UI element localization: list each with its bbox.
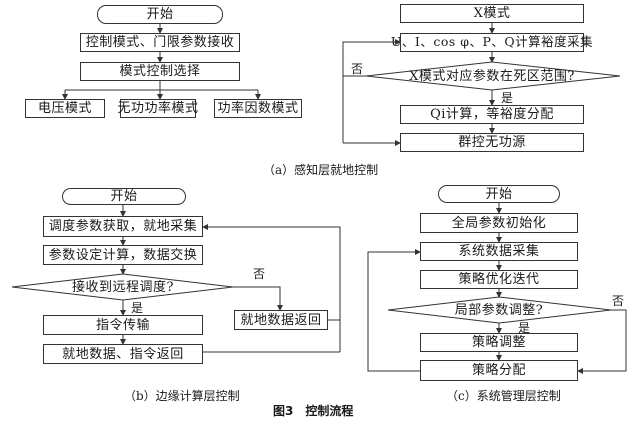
- b-step2-label: 参数设定计算，数据交换: [48, 247, 198, 263]
- a2-step1-label: X模式: [473, 6, 511, 21]
- b-yes-label: 是: [131, 301, 144, 315]
- decision-a2-diamond: [365, 61, 621, 91]
- a2-decision-label: X模式对应参数在死区范围?: [409, 69, 575, 84]
- a2-step4-label: 群控无功源: [458, 135, 526, 150]
- a-mode-reactive-box: 无功功率模式: [117, 99, 199, 118]
- a-mode-voltage-box: 电压模式: [25, 99, 105, 118]
- a2-yes-label: 是: [501, 91, 514, 105]
- a-start-node: 开始: [97, 5, 223, 24]
- a-mode-pf-box: 功率因数模式: [214, 99, 302, 118]
- c-step3-label: 策略优化迭代: [458, 272, 540, 287]
- a2-step3-label: Qi计算，等裕度分配: [430, 107, 554, 122]
- c-step5-box: 策略分配: [420, 360, 578, 381]
- b-side-label: 就地数据返回: [240, 312, 322, 328]
- c-decision-label: 局部参数调整?: [454, 303, 544, 318]
- arrow-b-no-to-side: [233, 286, 283, 311]
- b-start-node: 开始: [62, 188, 186, 205]
- b-decision-label: 接收到远程调度?: [72, 280, 174, 295]
- a2-step1-box: X模式: [400, 4, 584, 23]
- a2-step3-box: Qi计算，等裕度分配: [400, 105, 584, 124]
- c-step2-label: 系统数据采集: [458, 244, 540, 259]
- loop-c-up: [367, 249, 421, 372]
- c-yes-label: 是: [518, 321, 531, 335]
- b-step3-box: 指令传输: [43, 315, 203, 335]
- c-start-label: 开始: [485, 186, 513, 202]
- a-start-label: 开始: [146, 7, 174, 22]
- a-step2-box: 模式控制选择: [80, 62, 240, 81]
- c-step4-box: 策略调整: [420, 333, 578, 352]
- c-step5-label: 策略分配: [471, 363, 526, 378]
- a2-step4-box: 群控无功源: [400, 133, 584, 152]
- arrow-c-no-to-step5: [577, 309, 627, 374]
- figure-title: 图3 控制流程: [273, 404, 354, 418]
- a2-step2-label: U、I、cos φ、P、Q计算裕度采集: [390, 34, 594, 50]
- b-step1-label: 调度参数获取，就地采集: [48, 219, 198, 234]
- a2-no-label: 否: [351, 62, 364, 76]
- a-step2-label: 模式控制选择: [119, 64, 201, 79]
- b-no-label: 否: [253, 267, 266, 281]
- caption-c: （c）系统管理层控制: [446, 389, 561, 403]
- b-step4-box: 就地数据、指令返回: [43, 344, 203, 364]
- a-mode-voltage-label: 电压模式: [37, 101, 92, 116]
- caption-a: （a）感知层就地控制: [263, 163, 379, 177]
- a-mode-pf-label: 功率因数模式: [217, 101, 299, 116]
- b-start-label: 开始: [110, 189, 138, 204]
- a-step1-label: 控制模式、门限参数接收: [85, 35, 235, 50]
- b-step2-box: 参数设定计算，数据交换: [43, 245, 203, 265]
- a-step1-box: 控制模式、门限参数接收: [80, 33, 240, 52]
- c-start-node: 开始: [438, 185, 560, 203]
- b-step3-label: 指令传输: [95, 317, 150, 333]
- a-mode-reactive-label: 无功功率模式: [117, 101, 199, 116]
- a2-step2-box: U、I、cos φ、P、Q计算裕度采集: [391, 33, 593, 52]
- c-step2-box: 系统数据采集: [420, 242, 578, 261]
- b-step1-box: 调度参数获取，就地采集: [43, 216, 203, 237]
- loop-a2-up: [342, 39, 401, 143]
- c-no-label: 否: [612, 294, 625, 308]
- c-step1-label: 全局参数初始化: [451, 215, 547, 231]
- b-step4-label: 就地数据、指令返回: [62, 346, 184, 362]
- c-step3-box: 策略优化迭代: [420, 270, 578, 289]
- loop-b-up: [202, 224, 341, 352]
- c-step1-box: 全局参数初始化: [420, 213, 578, 233]
- caption-b: （b）边缘计算层控制: [124, 389, 240, 403]
- c-step4-label: 策略调整: [471, 335, 526, 350]
- b-side-box: 就地数据返回: [234, 310, 328, 330]
